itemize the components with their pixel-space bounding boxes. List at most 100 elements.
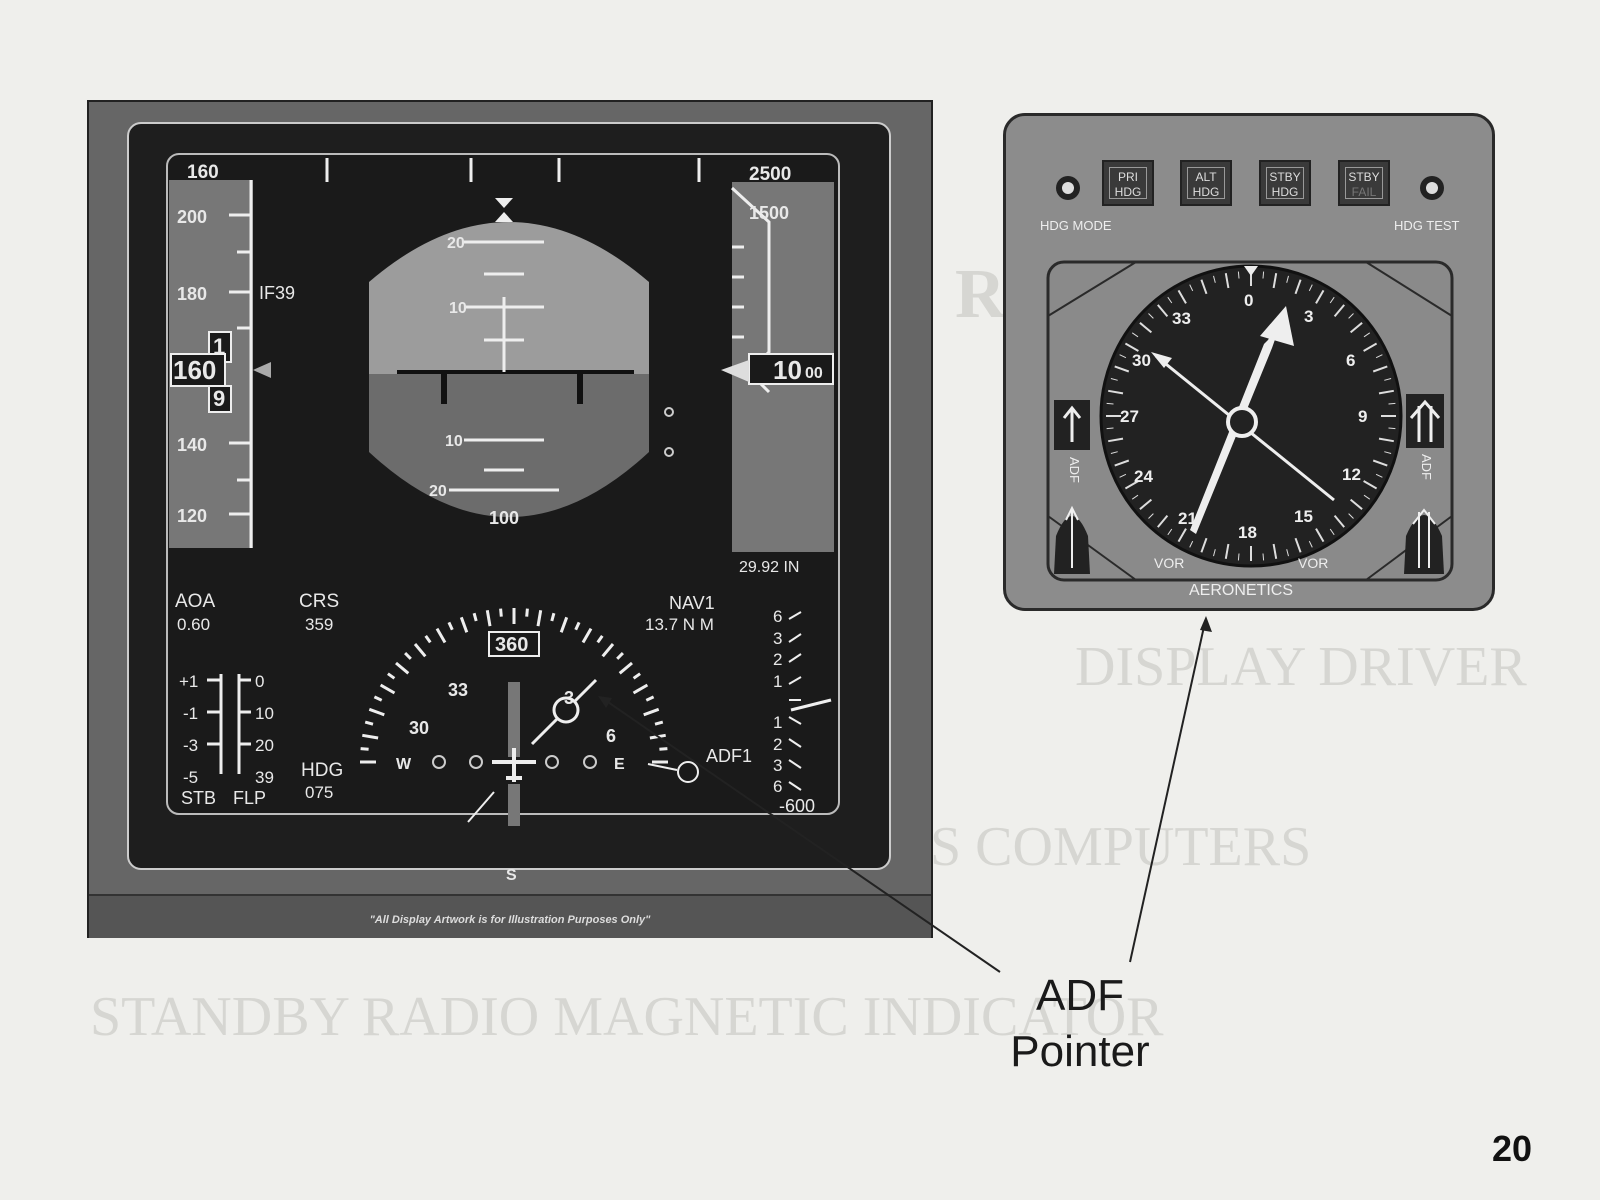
vsi-bottom-2: 2 [773, 735, 782, 754]
hsi-label-30: 30 [409, 718, 429, 738]
altitude-top-label: 2500 [749, 164, 791, 185]
stb-scale-minus1: -1 [183, 704, 198, 723]
speed-trend-lower: 9 [213, 386, 225, 411]
pitch-label-10-down: 10 [445, 433, 463, 450]
pfd-footer [89, 894, 931, 938]
rmi-label-21: 21 [1178, 509, 1197, 528]
rmi-label-6: 6 [1346, 351, 1355, 370]
vsi-top-2: 2 [773, 650, 782, 669]
stb-scale-minus3: -3 [183, 736, 198, 755]
hdg-test-knob[interactable] [1420, 176, 1444, 200]
alt-hdg-line2: HDG [1192, 185, 1220, 199]
hsi-label-e: E [614, 756, 625, 773]
rmi-label-3: 3 [1304, 307, 1313, 326]
crs-label: CRS [299, 591, 339, 612]
flp-scale-20: 20 [255, 736, 274, 755]
stby-fail-line2: FAIL [1351, 185, 1377, 199]
left-adf-label: ADF [1067, 457, 1082, 483]
hsi-label-w: W [396, 756, 412, 773]
vsi-top-6: 6 [773, 607, 782, 626]
attitude-bottom-label: 100 [489, 508, 519, 528]
rmi-label-30: 30 [1132, 351, 1151, 370]
hdg-mode-knob[interactable] [1056, 176, 1080, 200]
hdg-label: HDG [301, 760, 343, 781]
crs-value: 359 [305, 615, 333, 634]
hsi-label-6: 6 [606, 726, 616, 746]
right-adf-label: ADF [1419, 454, 1434, 480]
flp-scale-39: 39 [255, 768, 274, 787]
alt-hdg-line1: ALT [1195, 170, 1217, 184]
rmi-label-33: 33 [1172, 309, 1191, 328]
flp-scale-10: 10 [255, 704, 274, 723]
vsi-bottom-value: -600 [779, 796, 815, 816]
stb-scale-minus5: -5 [183, 768, 198, 787]
rmi-instrument: 0 3 6 9 12 15 18 21 24 27 30 33 ADF ADF … [1046, 260, 1454, 599]
vsi-top-3: 3 [773, 629, 782, 648]
rmi-label-15: 15 [1294, 507, 1313, 526]
nav-distance: 13.7 N M [645, 615, 714, 634]
flp-scale-0: 0 [255, 672, 264, 691]
hsi-heading-box: 360 [495, 634, 528, 656]
vsi-bottom-6: 6 [773, 777, 782, 796]
rmi-label-27: 27 [1120, 407, 1139, 426]
aoa-value: 0.60 [177, 615, 210, 634]
page-number: 20 [1492, 1128, 1533, 1169]
background-line-computers: S COMPUTERS [930, 816, 1312, 878]
altitude-current-small: 00 [805, 365, 823, 382]
hdg-mode-label: HDG MODE [1040, 218, 1112, 233]
vor-left-label: VOR [1154, 555, 1184, 571]
background-line-standby: STANDBY RADIO MAGNETIC INDICATOR [90, 986, 1164, 1048]
speed-tick-200: 200 [177, 207, 207, 227]
pfd-screen: 160 200 180 140 120 IF39 1 160 9 [166, 153, 840, 884]
vor-right-label: VOR [1298, 555, 1328, 571]
pitch-label-20-up: 20 [447, 235, 465, 252]
flp-label: FLP [233, 788, 266, 808]
speed-tick-120: 120 [177, 506, 207, 526]
pitch-label-20-down: 20 [429, 483, 447, 500]
pri-hdg-line2: HDG [1114, 185, 1142, 199]
rmi-label-18: 18 [1238, 523, 1257, 542]
altitude-current: 10 [773, 355, 802, 385]
hdg-test-label: HDG TEST [1394, 218, 1460, 233]
adf-pointer-callout: ADF Pointer [990, 968, 1170, 1080]
pri-hdg-line1: PRI [1117, 170, 1138, 184]
hdg-value: 075 [305, 783, 333, 802]
callout-line1: ADF [1036, 971, 1124, 1020]
stb-scale-plus1: +1 [179, 672, 198, 691]
pitch-label-10-up: 10 [449, 300, 467, 317]
adf1-label: ADF1 [706, 746, 752, 766]
speed-trend-upper: 1 [213, 334, 225, 359]
stby-fail-line1: STBY [1348, 170, 1380, 184]
baro-setting: 29.92 IN [739, 559, 799, 576]
nav-source: NAV1 [669, 593, 715, 613]
pfd-display-frame: "All Display Artwork is for Illustration… [87, 100, 933, 938]
rmi-label-9: 9 [1358, 407, 1367, 426]
background-line-display: DISPLAY DRIVER [1075, 636, 1527, 698]
stby-hdg-line1: STBY [1269, 170, 1301, 184]
speed-top-label: 160 [187, 162, 219, 183]
aeronetics-brand: AERONETICS [1189, 582, 1293, 599]
speed-current: 160 [173, 355, 216, 385]
speed-tick-180: 180 [177, 284, 207, 304]
callout-line2: Pointer [1010, 1027, 1150, 1076]
vsi-bottom-3: 3 [773, 756, 782, 775]
aoa-label: AOA [175, 591, 215, 612]
vsi-top-1: 1 [773, 672, 782, 691]
altitude-upper-label: 1500 [749, 203, 789, 223]
hsi-label-33: 33 [448, 680, 468, 700]
hsi-label-s: S [506, 867, 517, 884]
stby-hdg-line2: HDG [1271, 185, 1299, 199]
rmi-label-0: 0 [1244, 291, 1253, 310]
disclaimer-text: "All Display Artwork is for Illustration… [369, 914, 651, 926]
rmi-label-24: 24 [1134, 467, 1153, 486]
vsi-bottom-1: 1 [773, 713, 782, 732]
stb-label: STB [181, 788, 216, 808]
speed-tick-140: 140 [177, 435, 207, 455]
rmi-label-12: 12 [1342, 465, 1361, 484]
